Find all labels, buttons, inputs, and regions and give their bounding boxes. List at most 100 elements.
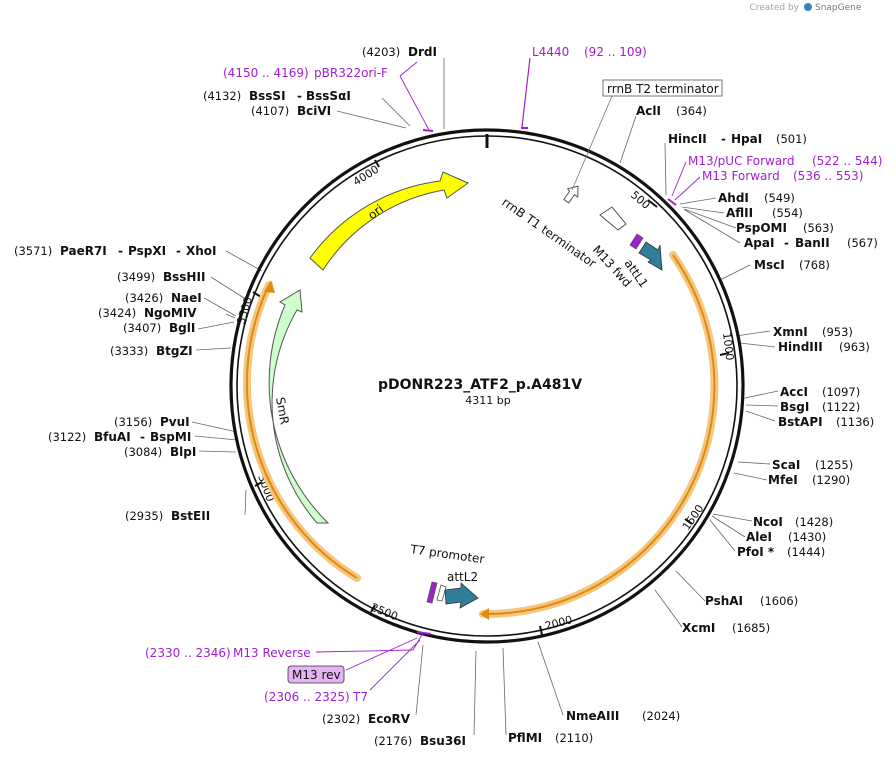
enzyme-apai: ApaI [744,236,774,250]
enzyme-pflmi: PflMI [508,731,542,745]
enzyme-xmni-pos: (953) [822,325,853,339]
primer-pbr322ori-f: pBR322ori-F [314,66,388,80]
primer-m13-reverse: M13 Reverse [233,646,311,660]
enzyme-pvui: PvuI [160,415,190,429]
enzyme-dash-4: - [140,430,145,444]
enzyme-bsssi: BssSI [249,89,286,103]
enzyme-dash-3: - [784,236,789,250]
rrnb-t2-terminator-label: rrnB T2 terminator [607,82,719,96]
rrnb-t1-terminator-feature [599,206,627,231]
m13-rev-box [287,665,345,684]
enzyme-alei-pos: (1430) [788,530,826,544]
enzyme-hindiii-pos: (963) [839,340,870,354]
enzyme-ncoi-pos: (1428) [795,515,833,529]
enzyme-pshai: PshAI [705,594,743,608]
m13-reverse-leaders [315,632,424,691]
orf-arrowhead-left [264,280,275,293]
backbone-outer [229,128,745,644]
enzyme-acci: AccI [780,385,808,399]
enzyme-bcivi-pos: (4107) [251,104,289,118]
enzyme-nmeaiii: NmeAIII [566,709,619,723]
enzyme-hpai: HpaI [731,132,762,146]
enzyme-aflii-pos: (554) [772,206,803,220]
rrnb-t2-leader [571,95,613,191]
enzyme-acli-pos: (364) [676,104,707,118]
m13-rev-feature [426,581,438,604]
primer-m13-puc-forward: M13/pUC Forward [688,154,795,168]
rrnb-t1-terminator-label: rrnB T1 terminator [499,195,599,271]
enzyme-pfoi: PfoI * [737,545,775,559]
enzyme-ncoi: NcoI [753,515,783,529]
enzyme-bsssai: BssSαI [306,89,351,103]
enzyme-pflmi-pos: (2110) [555,731,593,745]
enzyme-bcivi: BciVI [297,104,331,118]
orf-highlight-right [479,251,719,619]
enzyme-bsu36i: Bsu36I [420,734,466,748]
m13-reverse-mark [416,631,432,635]
enzyme-dash-5: - [118,244,123,258]
enzyme-scai: ScaI [772,458,800,472]
enzyme-xmni: XmnI [773,325,808,339]
enzyme-ecorv: EcoRV [368,712,411,726]
enzyme-blpi-pos: (3084) [124,445,162,459]
enzyme-scai-pos: (1255) [815,458,853,472]
primer-m13-puc-forward-range: (522 .. 544) [812,154,882,168]
l4440-leader [521,57,531,128]
attl2-feature [444,582,479,609]
primer-m13-forward: M13 Forward [702,169,780,183]
enzyme-bsgi-pos: (1122) [822,400,860,414]
enzyme-xhoi: XhoI [186,244,217,258]
smr-label: SmR [273,396,292,426]
snapgene-brand: SnapGene [815,3,862,13]
enzyme-hindiii: HindIII [778,340,823,354]
enzyme-btgzi: BtgZI [156,344,193,358]
primer-m13-rev: M13 rev [292,668,341,682]
enzyme-bstapi: BstAPI [778,415,823,429]
enzyme-pshai-pos: (1606) [760,594,798,608]
enzyme-bsshii-pos: (3499) [117,270,155,284]
primer-l4440-range: (92 .. 109) [584,45,647,59]
pbr322ori-f-leader [399,61,430,131]
tick-marks [252,159,730,636]
primer-l4440: L4440 [532,45,569,59]
enzyme-bsteii-pos: (2935) [125,509,163,523]
primer-t7-range: (2306 .. 2325) [264,690,350,704]
enzyme-xcmi-pos: (1685) [732,621,770,635]
smr-feature [268,289,330,524]
enzyme-blpi: BlpI [170,445,196,459]
rrnb-t2-terminator-feature [563,185,579,204]
ori-feature [309,171,470,271]
enzyme-ecorv-pos: (2302) [322,712,360,726]
plasmid-length: 4311 bp [465,394,510,407]
enzyme-aflii: AflII [726,206,753,220]
enzyme-pspxi: PspXI [128,244,166,258]
enzyme-pspomi-pos: (563) [803,221,834,235]
enzyme-dash-1: - [297,89,302,103]
enzyme-banii: BanII [795,236,830,250]
enzyme-drdi-pos: (4203) [362,45,400,59]
plasmid-name: pDONR223_ATF2_p.A481V [378,377,582,393]
m13-fwd-feature [629,233,644,250]
enzyme-bsssi-pos: (4132) [203,89,241,103]
enzyme-xcmi: XcmI [682,621,715,635]
enzyme-drdi: DrdI [408,45,437,59]
enzyme-pvui-pos: (3156) [114,415,152,429]
enzyme-mfei: MfeI [768,473,798,487]
rrnb-t2-terminator-box [602,79,723,97]
enzyme-btgzi-pos: (3333) [110,344,148,358]
enzyme-mfei-pos: (1290) [812,473,850,487]
orf-highlight-left [242,281,361,582]
enzyme-ahdi: AhdI [718,191,749,205]
orf-arrowhead-right [480,608,489,620]
enzyme-bgli: BglI [169,321,195,335]
enzyme-bspmi: BspMI [150,430,191,444]
enzyme-naei: NaeI [171,291,202,305]
enzyme-bstapi-pos: (1136) [836,415,874,429]
enzyme-bsshii: BssHII [163,270,205,284]
snapgene-logo-icon [804,3,812,11]
enzyme-nmeaiii-pos: (2024) [642,709,680,723]
attl1-feature [638,241,663,271]
orf-arrow-left [245,284,358,579]
enzyme-bgli-pos: (3407) [123,321,161,335]
